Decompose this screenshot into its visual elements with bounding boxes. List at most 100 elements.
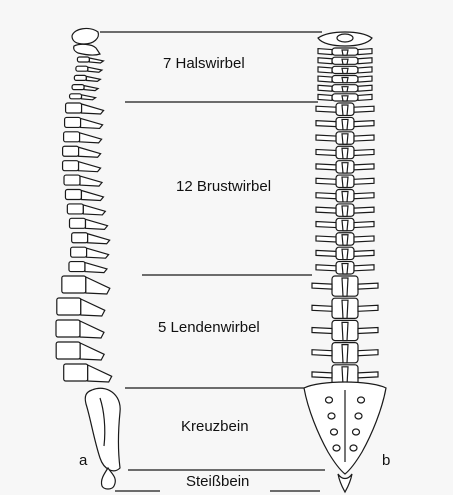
vertebra-lateral-lumbar bbox=[62, 276, 110, 294]
spinous-process bbox=[81, 299, 105, 316]
vertebra-posterior-thoracic bbox=[316, 233, 374, 245]
vertebral-body bbox=[70, 94, 82, 99]
vertebra-posterior-thoracic bbox=[316, 103, 374, 115]
transverse-process-right bbox=[358, 283, 378, 289]
spinous-process bbox=[87, 248, 109, 258]
spinous-process bbox=[342, 134, 348, 144]
label-lumbar: 5 Lendenwirbel bbox=[158, 319, 260, 336]
coccyx-posterior bbox=[338, 474, 352, 492]
spinous-process bbox=[342, 119, 348, 129]
label-sacrum: Kreuzbein bbox=[181, 418, 249, 435]
vertebra-posterior-thoracic bbox=[316, 204, 374, 216]
vertebra-posterior-thoracic bbox=[316, 161, 374, 173]
transverse-process-right bbox=[358, 58, 372, 64]
vertebral-body bbox=[65, 117, 81, 127]
transverse-process-left bbox=[316, 106, 336, 112]
vertebra-lateral-lumbar bbox=[57, 298, 105, 316]
spinous-process bbox=[80, 321, 104, 338]
spinous-process bbox=[342, 96, 348, 101]
transverse-process-right bbox=[354, 222, 374, 228]
transverse-process-left bbox=[316, 222, 336, 228]
spinous-process bbox=[342, 278, 348, 296]
vertebra-lateral-thoracic bbox=[64, 175, 102, 186]
spinous-process bbox=[85, 263, 107, 273]
transverse-process-right bbox=[358, 67, 372, 73]
vertebral-body bbox=[56, 342, 80, 359]
vertebral-body bbox=[63, 161, 79, 171]
spinous-process bbox=[342, 148, 348, 158]
spinous-process bbox=[342, 235, 348, 245]
label-coccyx: Steißbein bbox=[186, 473, 249, 490]
transverse-process-right bbox=[358, 49, 372, 55]
vertebra-posterior-thoracic bbox=[316, 175, 374, 187]
spinous-process bbox=[342, 177, 348, 187]
posterior-spine-view bbox=[304, 32, 386, 492]
sacral-foramen-left bbox=[331, 429, 338, 435]
label-thoracic: 12 Brustwirbel bbox=[176, 178, 271, 195]
vertebra-lateral-thoracic bbox=[65, 190, 103, 201]
vertebra-posterior-lumbar bbox=[312, 276, 378, 296]
transverse-process-left bbox=[312, 328, 332, 334]
spinous-process bbox=[80, 176, 102, 186]
spinous-process bbox=[86, 277, 110, 294]
transverse-process-left bbox=[316, 250, 336, 256]
vertebra-posterior-lumbar bbox=[312, 320, 378, 340]
transverse-process-right bbox=[354, 106, 374, 112]
vertebra-lateral-thoracic bbox=[67, 204, 105, 215]
transverse-process-right bbox=[354, 193, 374, 199]
vertebra-posterior-lumbar bbox=[312, 298, 378, 318]
spinous-process bbox=[342, 68, 348, 73]
spinous-process bbox=[81, 191, 103, 201]
transverse-process-left bbox=[318, 94, 332, 100]
view-label-b: b bbox=[382, 452, 390, 469]
sacral-foramen-left bbox=[333, 445, 340, 451]
vertebra-lateral-thoracic bbox=[63, 161, 101, 172]
spinous-process bbox=[88, 365, 112, 382]
vertebra-posterior-thoracic bbox=[316, 190, 374, 202]
vertebral-body bbox=[64, 175, 80, 185]
vertebral-body bbox=[76, 66, 88, 71]
spinous-process bbox=[342, 78, 348, 83]
view-label-a: a bbox=[79, 452, 87, 469]
spinous-process bbox=[342, 105, 348, 115]
sacral-foramen-right bbox=[353, 429, 360, 435]
transverse-process-left bbox=[316, 135, 336, 141]
label-cervical: 7 Halswirbel bbox=[163, 55, 245, 72]
vertebra-lateral-thoracic bbox=[66, 103, 104, 114]
sacral-foramen-right bbox=[358, 397, 365, 403]
vertebra-lateral-thoracic bbox=[69, 262, 107, 273]
spinous-process bbox=[84, 86, 98, 91]
vertebra-lateral-cervical bbox=[77, 57, 103, 63]
transverse-process-right bbox=[358, 305, 378, 311]
atlas-foramen bbox=[337, 34, 353, 42]
vertebra-lateral-cervical bbox=[72, 85, 98, 91]
spinous-process bbox=[342, 59, 348, 64]
spinous-process bbox=[342, 87, 348, 92]
vertebra-posterior-cervical bbox=[318, 94, 372, 101]
vertebral-body bbox=[71, 247, 87, 257]
transverse-process-right bbox=[354, 178, 374, 184]
transverse-process-right bbox=[354, 135, 374, 141]
transverse-process-left bbox=[312, 372, 332, 378]
vertebra-posterior-cervical bbox=[318, 85, 372, 92]
transverse-process-left bbox=[312, 350, 332, 356]
vertebral-body bbox=[65, 190, 81, 200]
vertebral-body bbox=[72, 85, 84, 90]
vertebra-lateral-cervical bbox=[76, 66, 102, 72]
lateral-spine-view bbox=[56, 29, 120, 489]
spinous-process bbox=[342, 264, 348, 274]
sacral-foramen-left bbox=[326, 397, 333, 403]
spinous-process bbox=[342, 249, 348, 259]
vertebral-body bbox=[64, 132, 80, 142]
sacrum-lateral bbox=[85, 388, 120, 471]
spinous-process bbox=[342, 163, 348, 173]
vertebra-lateral-thoracic bbox=[65, 117, 103, 128]
spinous-process bbox=[88, 67, 102, 72]
vertebra-posterior-thoracic bbox=[316, 146, 374, 158]
transverse-process-left bbox=[318, 49, 332, 55]
transverse-process-right bbox=[358, 328, 378, 334]
spinous-process bbox=[79, 162, 101, 172]
vertebra-posterior-thoracic bbox=[316, 262, 374, 274]
transverse-process-right bbox=[358, 350, 378, 356]
